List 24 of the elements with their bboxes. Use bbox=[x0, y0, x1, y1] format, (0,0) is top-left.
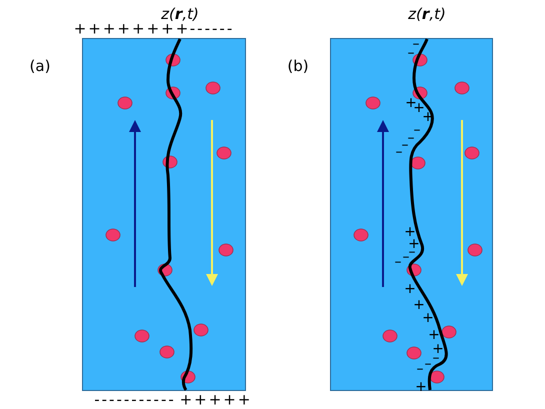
charge-sign: + bbox=[422, 311, 434, 325]
charge-sign: – bbox=[396, 145, 402, 159]
charge-sign: – bbox=[408, 46, 414, 60]
charge-sign: – bbox=[394, 255, 402, 269]
panel-label: (b) bbox=[287, 56, 309, 77]
panel-label: (a) bbox=[30, 56, 50, 77]
charge-sign: – bbox=[402, 250, 410, 264]
charge-sign: + bbox=[404, 282, 416, 296]
charge-sign: – bbox=[408, 131, 414, 145]
charge-sign: – bbox=[402, 138, 408, 152]
charge-sign: – bbox=[424, 357, 432, 371]
charge-row: ------ bbox=[190, 22, 234, 36]
charge-sign: + bbox=[404, 225, 416, 239]
charge-sign: + bbox=[428, 328, 440, 342]
charge-sign: – bbox=[414, 123, 420, 137]
height-function-label: z(r,t) bbox=[161, 4, 199, 24]
charge-row: ++++++++ bbox=[74, 22, 190, 36]
charge-sign: – bbox=[416, 362, 424, 376]
charge-sign: – bbox=[412, 37, 420, 51]
height-function-label: z(r,t) bbox=[408, 4, 446, 25]
charge-sign: + bbox=[413, 298, 425, 312]
charge-sign: + bbox=[415, 380, 427, 394]
charge-row: ----------- bbox=[94, 392, 176, 408]
charge-row: +++++ bbox=[180, 392, 252, 408]
